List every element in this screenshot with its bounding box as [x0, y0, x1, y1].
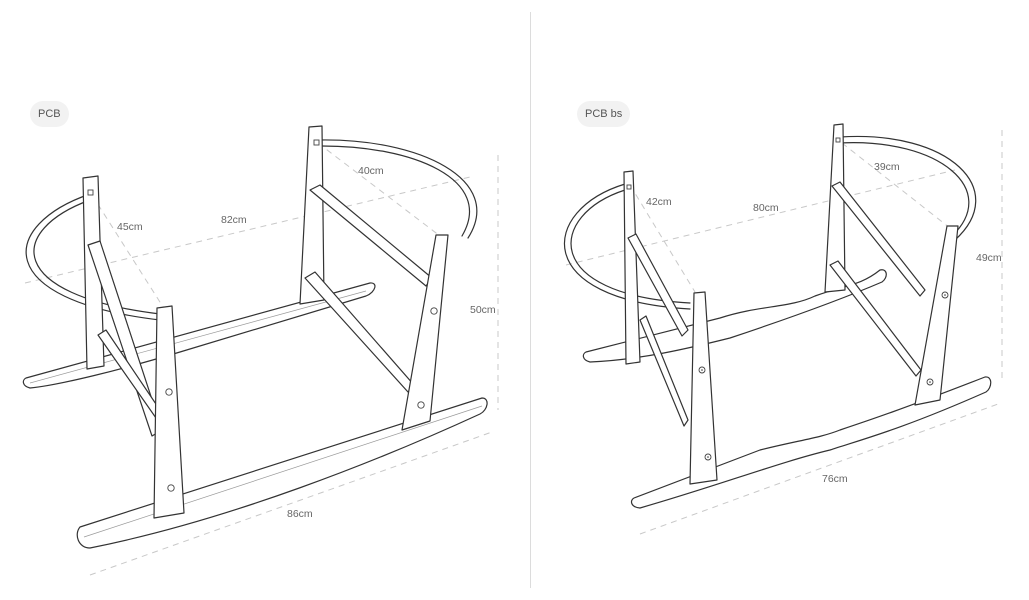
rocking-stand-drawing-pcb	[22, 125, 499, 576]
dimension-length: 82cm	[221, 214, 247, 226]
dimension-rocker-length: 86cm	[287, 508, 313, 520]
product-label-badge: PCB	[30, 101, 69, 127]
dimension-rocker-length: 76cm	[822, 473, 848, 485]
dimension-height: 50cm	[470, 304, 496, 316]
dimension-height: 49cm	[976, 252, 1002, 264]
dimension-length: 80cm	[753, 202, 779, 214]
product-panel-pcb-bs: PCB bs	[531, 0, 1029, 600]
dimension-depth: 42cm	[646, 196, 672, 208]
product-panel-pcb: PCB	[22, 101, 499, 576]
dimension-hoop-depth: 39cm	[874, 161, 900, 173]
product-label-badge: PCB bs	[577, 101, 631, 127]
dimension-hoop-depth: 40cm	[358, 165, 384, 177]
dimension-lines	[24, 142, 499, 576]
panel-divider	[530, 12, 531, 588]
rocking-stand-drawing-pcb-bs	[564, 123, 1003, 535]
dimension-depth: 45cm	[117, 221, 143, 233]
